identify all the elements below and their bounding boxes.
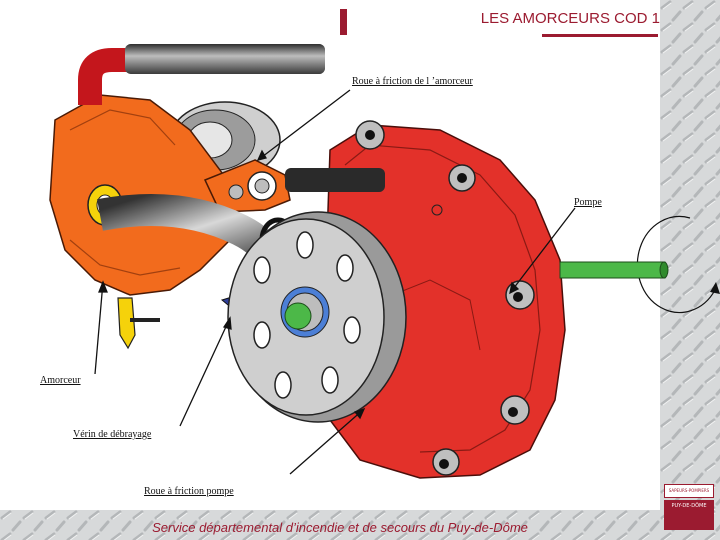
title-marker: [340, 9, 347, 35]
pump-friction-wheel: [227, 211, 407, 423]
label-primer: Amorceur: [40, 375, 81, 386]
bottom-plate-texture: [0, 510, 720, 540]
rotation-indicator: [636, 215, 720, 313]
label-clutch-cylinder: Vérin de débrayage: [73, 429, 152, 440]
footer-text: Service départemental d’incendie et de s…: [152, 520, 528, 535]
page-title: LES AMORCEURS COD 1: [480, 10, 660, 27]
label-pump: Pompe: [574, 197, 602, 208]
logo-bottom-text: PUY-DE-DÔME: [671, 503, 707, 509]
logo-top: SAPEURS-POMPIERS: [664, 484, 714, 498]
black-hose: [285, 168, 385, 192]
label-primer-friction-wheel: Roue à friction de l ’amorceur: [352, 76, 473, 87]
logo-bottom: [664, 500, 714, 530]
callout-lines: [94, 89, 576, 475]
diamond-plate-texture: [660, 0, 720, 540]
pump-body: [324, 120, 566, 479]
title-underline: [542, 34, 658, 37]
pump-shaft: [559, 261, 669, 279]
sdis-logo: SAPEURS-POMPIERS PUY-DE-DÔME: [664, 484, 714, 532]
intake-hose: [78, 44, 325, 105]
label-pump-friction-wheel: Roue à friction pompe: [144, 486, 234, 497]
